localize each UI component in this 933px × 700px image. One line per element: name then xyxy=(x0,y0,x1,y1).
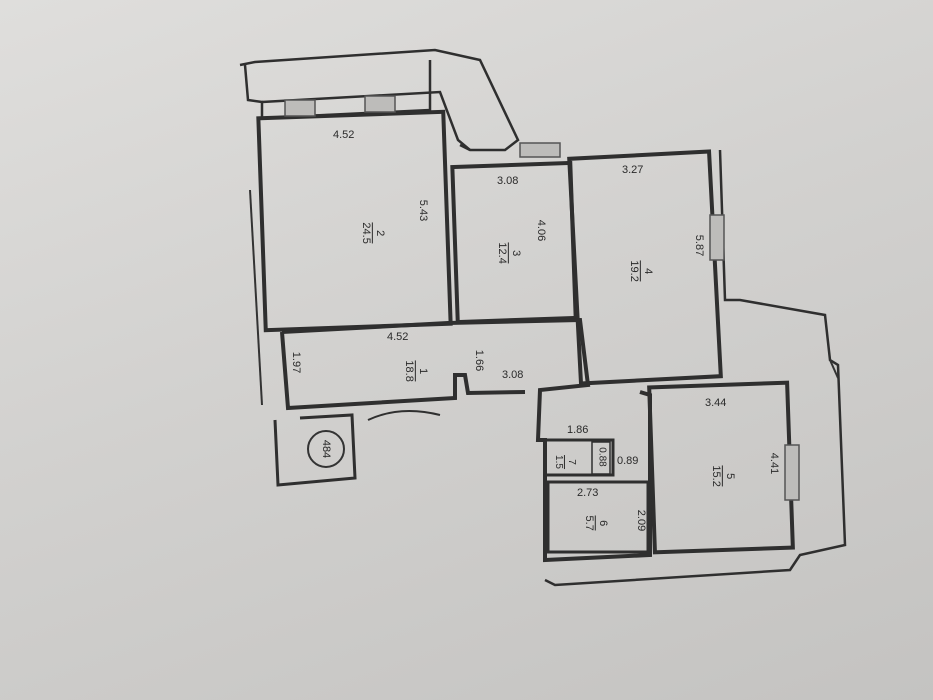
room-7-inner xyxy=(591,441,611,475)
room4-depth-label: 5.87 xyxy=(693,234,706,257)
room-1-wall xyxy=(281,317,652,563)
room-2-number: 2 xyxy=(372,222,386,244)
room6-width-label: 2.73 xyxy=(577,487,599,499)
room6-depth-label: 2.09 xyxy=(635,509,648,532)
room-1-label: 1 18.8 xyxy=(403,360,429,382)
stair-wall xyxy=(273,413,357,487)
corridor-width-label: 1.66 xyxy=(473,349,486,372)
vent-number: 484 xyxy=(319,439,332,459)
room5-depth-label: 4.41 xyxy=(768,452,781,475)
balcony-top xyxy=(239,48,520,152)
passage-width-label: 0.89 xyxy=(617,455,639,467)
room-7-area: 1.5 xyxy=(553,455,565,469)
room-4-label: 4 19.2 xyxy=(628,260,654,282)
room-3-area: 12.4 xyxy=(496,242,509,264)
room1-width-label: 4.52 xyxy=(387,331,409,343)
room5-width-label: 3.44 xyxy=(705,397,727,409)
room-1-area: 18.8 xyxy=(403,360,416,382)
room2-depth-label: 5.43 xyxy=(417,199,430,222)
room2-width-label: 4.52 xyxy=(333,129,355,141)
outer-right-wall xyxy=(544,149,847,587)
room-5-number: 5 xyxy=(722,465,736,487)
room-6-wall xyxy=(546,480,650,554)
room-7-number: 7 xyxy=(564,455,577,469)
room-4-area: 19.2 xyxy=(628,260,641,282)
room-3-number: 3 xyxy=(508,242,522,264)
corridor-length-label: 3.08 xyxy=(502,369,524,381)
entry-door-arc xyxy=(367,410,441,421)
vent-circle: 484 xyxy=(307,430,345,468)
windows xyxy=(284,95,800,501)
room-6-number: 6 xyxy=(595,515,609,531)
room1-depth-label: 1.97 xyxy=(290,351,303,374)
room-3-label: 3 12.4 xyxy=(496,242,522,264)
room-6-area: 5.7 xyxy=(583,515,596,531)
room-4-wall xyxy=(567,149,723,386)
room-7-wall xyxy=(543,438,615,477)
room4-width-label: 3.27 xyxy=(622,164,644,176)
room-1-lower-wall xyxy=(280,331,526,411)
room-5-area: 15.2 xyxy=(710,465,723,487)
room7-depth-label: 0.88 xyxy=(596,447,608,467)
room-6-label: 6 5.7 xyxy=(583,515,609,531)
room3-depth-label: 4.06 xyxy=(535,219,548,242)
room-2-label: 2 24.5 xyxy=(360,222,386,244)
room-5-label: 5 15.2 xyxy=(710,465,736,487)
room-2-area: 24.5 xyxy=(360,222,373,244)
room3-width-label: 3.08 xyxy=(497,175,519,187)
room7-width-label: 1.86 xyxy=(567,424,589,436)
left-edge-lines xyxy=(249,189,839,406)
room-7-label: 7 1.5 xyxy=(553,455,577,469)
room-4-number: 4 xyxy=(640,260,654,282)
room-1-number: 1 xyxy=(415,360,429,382)
